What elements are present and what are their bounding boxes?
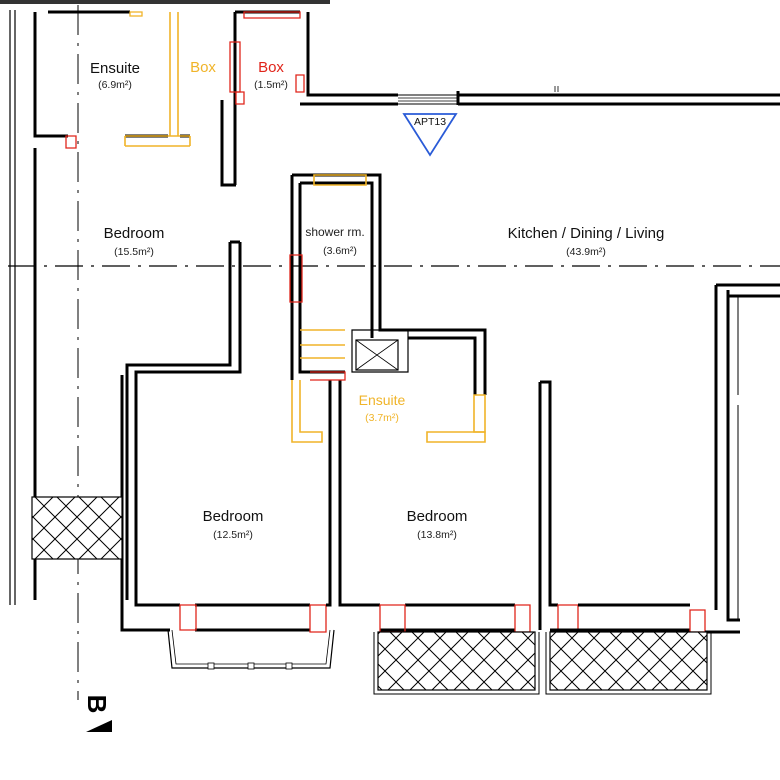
room-bedroom-left: Bedroom (15.5m²): [104, 225, 165, 258]
section-marker-label: B: [82, 695, 112, 714]
walls-left-bedroom: [120, 240, 327, 633]
room-name: shower rm.: [305, 225, 364, 239]
room-name: Ensuite: [90, 60, 140, 77]
room-area: (1.5m²): [254, 79, 288, 91]
room-box-red: Box (1.5m²): [254, 59, 288, 91]
walls-right-bedroom: [514, 380, 740, 634]
room-bedroom-right: Bedroom (13.8m²): [407, 508, 468, 541]
walls-shower-ensuite: [289, 173, 515, 633]
room-ensuite-top: Ensuite (6.9m²): [90, 60, 140, 91]
room-name: Kitchen / Dining / Living: [508, 225, 665, 242]
room-box-yellow: Box: [190, 59, 216, 76]
apartment-marker-triangle: [402, 113, 458, 157]
left-exterior-wall: [9, 10, 16, 605]
room-area: (12.5m²): [213, 529, 253, 541]
top-edge-bar: [0, 0, 330, 4]
walls-kitchen-right: [714, 283, 780, 622]
room-name: Bedroom: [203, 508, 264, 525]
room-shower: shower rm. (3.6m²): [305, 225, 364, 257]
bay-window: [167, 629, 335, 670]
room-area: (15.5m²): [114, 246, 154, 258]
balcony-hatch-right: [549, 631, 708, 691]
balcony-rails: [373, 632, 712, 695]
room-ensuite-mid: Ensuite (3.7m²): [359, 392, 406, 424]
room-name: Bedroom: [104, 225, 165, 242]
section-arrow-icon: [86, 720, 112, 732]
room-area: (43.9m²): [566, 246, 606, 258]
room-name: Bedroom: [407, 508, 468, 525]
left-balcony-hatch: [31, 496, 123, 560]
room-kitchen: Kitchen / Dining / Living (43.9m²): [508, 225, 665, 258]
apartment-marker-label: APT13: [414, 116, 446, 128]
box-partitions: [65, 11, 305, 149]
section-marker: B: [82, 695, 112, 732]
room-bedroom-mid: Bedroom (12.5m²): [203, 508, 264, 541]
room-area: (3.6m²): [323, 245, 357, 257]
room-area: (6.9m²): [98, 79, 132, 91]
top-window: [398, 86, 559, 105]
balcony-hatch-middle: [377, 631, 536, 691]
room-name: Box: [258, 59, 284, 76]
room-name: Box: [190, 59, 216, 76]
room-name: Ensuite: [359, 392, 406, 408]
room-area: (13.8m²): [417, 529, 457, 541]
room-area: (3.7m²): [365, 412, 399, 424]
apartment-marker: APT13: [402, 113, 458, 157]
